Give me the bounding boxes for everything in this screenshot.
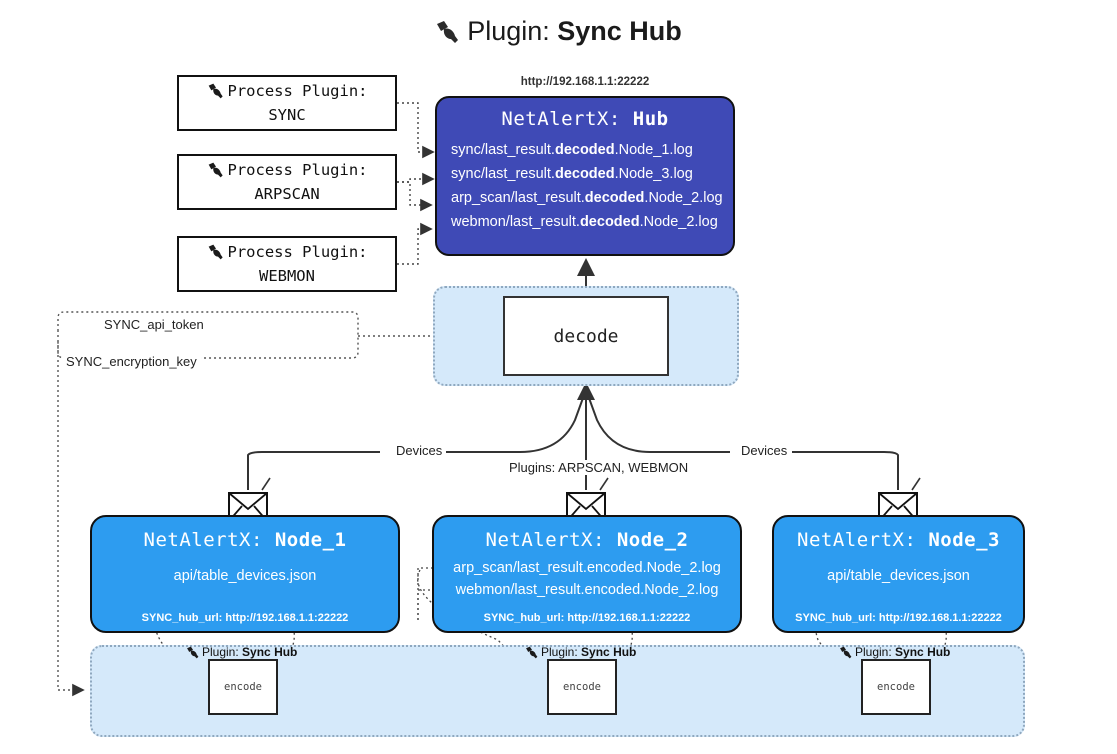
- encode-box-2[interactable]: encode: [547, 659, 617, 715]
- plug-icon: [525, 646, 539, 662]
- process-plugin-arpscan-line2: ARPSCAN: [254, 184, 320, 203]
- plug-icon: [207, 162, 225, 184]
- encode-box-3[interactable]: encode: [861, 659, 931, 715]
- page-title: Plugin: Sync Hub: [0, 16, 1117, 51]
- node-3-hub-url: SYNC_hub_url: http://192.168.1.1:22222: [795, 612, 1002, 624]
- hub-url-label: http://192.168.1.1:22222: [520, 76, 650, 88]
- node-2-line-1: arp_scan/last_result.encoded.Node_2.log: [453, 560, 721, 576]
- hub-title: NetAlertX: Hub: [437, 108, 733, 130]
- hub-log-2: sync/last_result.decoded.Node_3.log: [451, 166, 693, 182]
- process-plugin-arpscan-line1: Process Plugin:: [227, 160, 368, 179]
- node-3-line-1: api/table_devices.json: [827, 568, 970, 584]
- node-2-title: NetAlertX: Node_2: [485, 529, 689, 551]
- plug-icon: [207, 83, 225, 105]
- process-plugin-webmon-line1: Process Plugin:: [227, 242, 368, 261]
- node-2[interactable]: NetAlertX: Node_2 arp_scan/last_result.e…: [432, 515, 742, 633]
- plug-icon: [435, 20, 461, 51]
- title-name: Sync Hub: [557, 16, 682, 46]
- process-plugin-sync-line2: SYNC: [268, 105, 306, 124]
- sync-api-token-label: SYNC_api_token: [100, 317, 208, 332]
- hub-title-prefix: NetAlertX:: [501, 108, 621, 130]
- node-3-title: NetAlertX: Node_3: [797, 529, 1000, 551]
- node-1[interactable]: NetAlertX: Node_1 api/table_devices.json…: [90, 515, 400, 633]
- hub-log-4: webmon/last_result.decoded.Node_2.log: [451, 214, 718, 230]
- plugins-label-center: Plugins: ARPSCAN, WEBMON: [505, 460, 693, 475]
- devices-label-right: Devices: [737, 443, 792, 458]
- plug-icon: [207, 244, 225, 266]
- sync-encryption-key-label: SYNC_encryption_key: [62, 354, 201, 369]
- node-3[interactable]: NetAlertX: Node_3 api/table_devices.json…: [772, 515, 1025, 633]
- hub-node[interactable]: NetAlertX: Hub sync/last_result.decoded.…: [435, 96, 735, 256]
- node-2-hub-url: SYNC_hub_url: http://192.168.1.1:22222: [483, 612, 691, 624]
- process-plugin-webmon-line2: WEBMON: [258, 266, 315, 285]
- node-2-line-2: webmon/last_result.encoded.Node_2.log: [455, 582, 719, 598]
- encoder-2-label: Plugin: Sync Hub: [525, 645, 636, 662]
- node-1-title: NetAlertX: Node_1: [143, 529, 347, 551]
- encoder-1-label: Plugin: Sync Hub: [186, 645, 297, 662]
- process-plugin-sync[interactable]: Process Plugin: SYNC: [177, 75, 397, 131]
- encoder-3-label: Plugin: Sync Hub: [839, 645, 950, 662]
- node-1-hub-url: SYNC_hub_url: http://192.168.1.1:22222: [141, 612, 349, 624]
- title-prefix: Plugin:: [467, 16, 550, 46]
- devices-label-left: Devices: [392, 443, 447, 458]
- decode-box[interactable]: decode: [503, 296, 669, 376]
- hub-log-1: sync/last_result.decoded.Node_1.log: [451, 142, 693, 158]
- plug-icon: [839, 646, 853, 662]
- process-plugin-sync-line1: Process Plugin:: [227, 81, 368, 100]
- encode-box-1[interactable]: encode: [208, 659, 278, 715]
- hub-log-3: arp_scan/last_result.decoded.Node_2.log: [451, 190, 723, 206]
- plug-icon: [186, 646, 200, 662]
- hub-title-name: Hub: [632, 108, 669, 130]
- process-plugin-arpscan[interactable]: Process Plugin: ARPSCAN: [177, 154, 397, 210]
- process-plugin-webmon[interactable]: Process Plugin: WEBMON: [177, 236, 397, 292]
- node-1-line-1: api/table_devices.json: [173, 568, 317, 584]
